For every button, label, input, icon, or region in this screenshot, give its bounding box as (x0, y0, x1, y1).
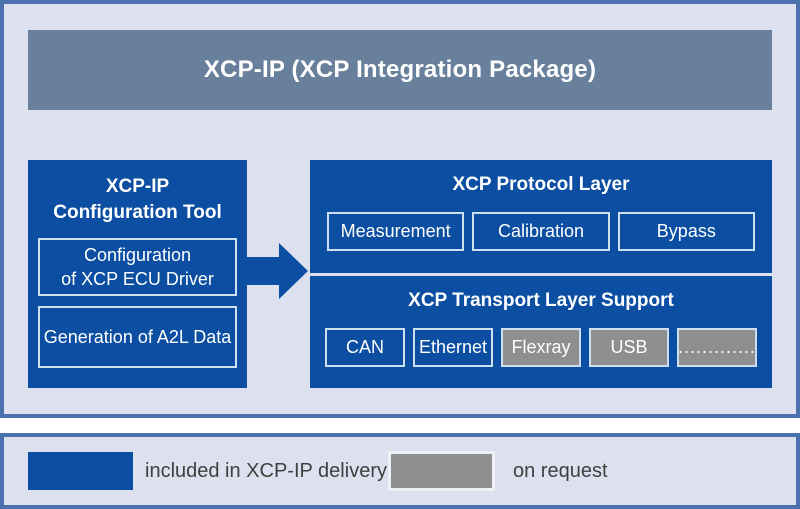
transport-item-usb: USB (589, 327, 669, 367)
diagram-panel: XCP-IP (XCP Integration Package) XCP-IP … (0, 0, 800, 418)
arrow-right-icon (247, 243, 308, 299)
legend-swatch-included (28, 452, 133, 490)
layer-stack: XCP Protocol Layer Measurement Calibrati… (310, 160, 772, 388)
legend-panel: included in XCP-IP delivery on request (0, 433, 800, 509)
transport-item-others: ............. (677, 327, 757, 367)
protocol-item-measurement: Measurement (327, 212, 465, 251)
config-tool-title: XCP-IP Configuration Tool (53, 176, 222, 223)
diagram-title: XCP-IP (XCP Integration Package) (203, 56, 597, 83)
arrow-head (279, 243, 308, 299)
transport-item-can: CAN (325, 327, 405, 367)
transport-item-row: CAN Ethernet Flexray USB ............. (310, 327, 772, 367)
transport-item-ethernet: Ethernet (413, 327, 493, 367)
protocol-layer-section: XCP Protocol Layer Measurement Calibrati… (310, 160, 772, 273)
config-tool-item-ecu-driver: Configuration of XCP ECU Driver (38, 238, 237, 296)
protocol-item-bypass: Bypass (617, 212, 755, 251)
transport-layer-section: XCP Transport Layer Support CAN Ethernet… (310, 275, 772, 388)
transport-layer-title: XCP Transport Layer Support (408, 289, 674, 311)
arrow-shaft (247, 257, 279, 285)
title-banner: XCP-IP (XCP Integration Package) (28, 30, 772, 110)
config-tool-box: XCP-IP Configuration Tool Configuration … (28, 160, 247, 388)
legend-label-on-request: on request (513, 459, 608, 482)
legend-swatch-on-request (388, 451, 495, 491)
legend-label-included: included in XCP-IP delivery (145, 459, 387, 482)
transport-item-flexray: Flexray (501, 327, 581, 367)
config-tool-item-a2l-data: Generation of A2L Data (38, 306, 237, 368)
protocol-item-row: Measurement Calibration Bypass (310, 212, 772, 251)
protocol-layer-title: XCP Protocol Layer (452, 174, 630, 195)
protocol-item-calibration: Calibration (472, 212, 610, 251)
